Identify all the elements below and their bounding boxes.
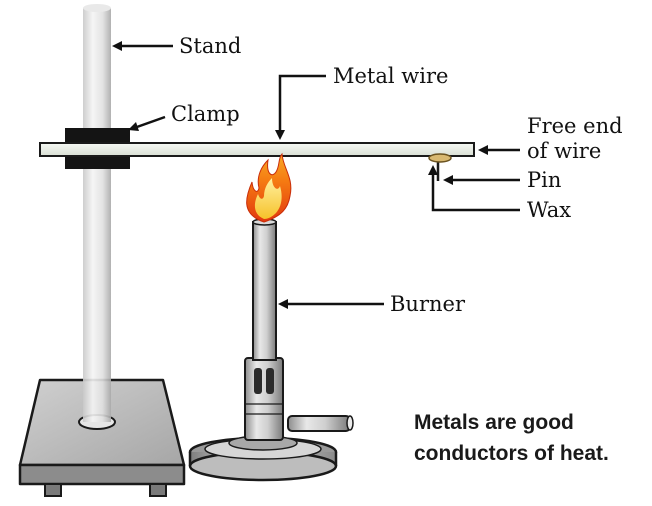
stand-rod [83,4,111,422]
label-arrows [112,41,520,309]
pin-with-wax [428,153,452,181]
labels: Stand Metal wire Clamp Free end of wire … [171,34,623,316]
label-free-end-line1: Free end [527,114,623,138]
flame [246,152,292,223]
label-pin: Pin [527,168,561,192]
label-wax: Wax [527,198,571,222]
label-stand: Stand [179,34,241,58]
caption-line2: conductors of heat. [414,442,609,465]
wax-arrow [431,171,520,212]
metal-wire [39,142,475,157]
caption: Metals are good conductors of heat. [414,411,609,465]
label-burner: Burner [390,292,466,316]
label-clamp: Clamp [171,102,240,126]
caption-line1: Metals are good [414,411,574,434]
label-free-end-line2: of wire [527,139,601,163]
metal-wire-arrow [278,74,326,134]
clamp-arrow [133,115,166,130]
bunsen-burner [188,218,354,482]
clamp [65,128,130,169]
label-metal-wire: Metal wire [333,64,448,88]
